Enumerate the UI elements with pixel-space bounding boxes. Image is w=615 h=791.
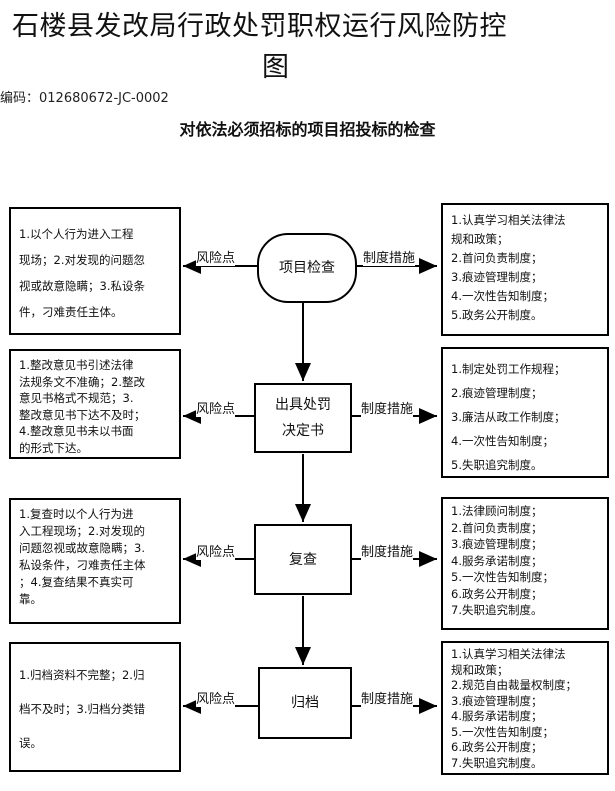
measure-text-line: 2.首问负责制度； (451, 251, 543, 265)
start-shape (257, 233, 357, 303)
measure-text-line: 6.政务公开制度； (451, 586, 543, 601)
risk-box-3: 1.复查时以个人行为进 入工程现场；2.对发现的 问题忽视或故意隐瞒；3. 私设… (9, 498, 181, 624)
diagram-subtitle: 对依法必须招标的项目招投标的检查 (179, 120, 436, 139)
measure-text-line: 1.认真学习相关法律法 (451, 647, 566, 661)
step-archiving: 归档 (258, 667, 352, 739)
measure-text-line: 6.政务公开制度； (451, 740, 543, 754)
measure-text-line: 4.一次性告知制度； (451, 289, 554, 303)
risk-text-line: 1.归档资料不完整；2.归 (19, 668, 145, 682)
measure-text-line: 3.廉洁从政工作制度； (451, 410, 566, 424)
risk-text-line: 档不及时；3.归档分类错 (19, 702, 145, 716)
risk-text-line: 现场；2.对发现的问题忽 (19, 253, 145, 267)
risk-box-2: 1.整改意见书引述法律 法规条文不准确；2.整改 意见书格式不规范；3. 整改意… (9, 349, 181, 459)
measure-label-2: 制度措施 (361, 398, 414, 417)
measure-text-line: 1.制定处罚工作规程； (451, 362, 566, 376)
step-issue-penalty-label-line1: 出具处罚 (275, 397, 331, 413)
measure-text-line: 规和政策； (451, 232, 509, 246)
measure-text-line: 3.痕迹管理制度； (451, 537, 543, 551)
step-issue-penalty-label-line2: 决定书 (282, 423, 324, 439)
risk-text-line: 的形式下达。 (19, 440, 88, 455)
risk-text-line: 靠。 (19, 592, 42, 606)
risk-text-line: 1.以个人行为进入工程 (19, 227, 134, 241)
measure-box-2: 1.制定处罚工作规程； 2.痕迹管理制度； 3.廉洁从政工作制度； 4.一次性告… (441, 347, 609, 478)
risk-label-3: 风险点 (196, 541, 236, 560)
measure-box-3: 1.法律顾问制度； 2.首问负责制度； 3.痕迹管理制度； 4.服务承诺制度； … (441, 497, 609, 630)
risk-text-line: 1.整改意见书引述法律 (19, 358, 134, 372)
measure-label-3: 制度措施 (361, 541, 414, 560)
measure-text-line: 2.首问负责制度； (451, 520, 543, 535)
measure-text-line: 4.服务承诺制度； (451, 553, 543, 568)
risk-box-4: 1.归档资料不完整；2.归 档不及时；3.归档分类错 误。 (9, 642, 181, 772)
measure-text-line: 4.服务承诺制度； (451, 709, 543, 723)
measure-box-4: 1.认真学习相关法律法 规和政策； 2.规范自由裁量权制度； 3.痕迹管理制度；… (441, 641, 609, 775)
measure-text-line: 4.一次性告知制度； (451, 434, 554, 448)
measure-text-line: 5.一次性告知制度； (451, 570, 554, 584)
measure-text-line: 7.失职追究制度。 (451, 603, 543, 617)
measure-text-line: 3.痕迹管理制度； (451, 693, 543, 708)
measure-text-line: 5.失职追究制度。 (451, 458, 543, 472)
document-code: 编码：012680672-JC-0002 (0, 91, 169, 106)
step-issue-penalty-decision: 出具处罚 决定书 (254, 383, 352, 453)
risk-text-line: 整改意见书下达不及时； (19, 407, 146, 422)
risk-text-line: 件，刁难责任主体。 (19, 305, 123, 319)
measure-text-line: 3.痕迹管理制度； (451, 270, 543, 284)
risk-text-line: 私设条件，刁难责任主体 (19, 558, 146, 572)
risk-text-line: 视或故意隐瞒；3.私设条 (19, 279, 145, 293)
risk-label-2: 风险点 (196, 398, 236, 417)
risk-text-line: ；4.复查结果不真实可 (19, 575, 134, 589)
measure-text-line: 规和政策； (451, 662, 509, 677)
step-project-inspection-label: 项目检查 (279, 260, 335, 276)
measure-text-line: 7.失职追究制度。 (451, 755, 543, 770)
measure-label-1: 制度措施 (363, 247, 416, 266)
measure-box-1: 1.认真学习相关法律法 规和政策； 2.首问负责制度； 3.痕迹管理制度； 4.… (441, 203, 609, 336)
risk-text-line: 入工程现场；2.对发现的 (19, 524, 145, 538)
measure-label-4: 制度措施 (361, 688, 414, 707)
measure-text-line: 2.痕迹管理制度； (451, 386, 543, 400)
risk-text-line: 误。 (19, 736, 42, 750)
measure-text-line: 1.法律顾问制度； (451, 504, 543, 518)
measure-text-line: 2.规范自由裁量权制度； (451, 678, 577, 692)
step-project-inspection: 项目检查 (258, 234, 356, 302)
risk-label-4: 风险点 (196, 688, 236, 707)
step-reinspection-label: 复查 (289, 551, 317, 568)
risk-text-line: 意见书格式不规范；3. (19, 391, 134, 405)
page-title: 石楼县发改局行政处罚职权运行风险防控 (12, 11, 507, 42)
measure-text-line: 5.一次性告知制度； (451, 724, 554, 739)
risk-label-1: 风险点 (196, 247, 236, 266)
page-title-continued: 图 (262, 52, 289, 83)
risk-text-line: 1.复查时以个人行为进 (19, 507, 134, 521)
measure-text-line: 1.认真学习相关法律法 (451, 213, 566, 227)
risk-box-1: 1.以个人行为进入工程 现场；2.对发现的问题忽 视或故意隐瞒；3.私设条 件，… (9, 207, 181, 335)
measure-text-line: 5.政务公开制度。 (451, 308, 543, 322)
risk-text-line: 法规条文不准确；2.整改 (19, 374, 145, 389)
step-archiving-label: 归档 (291, 695, 319, 711)
risk-text-line: 4.整改意见书未以书面 (19, 424, 134, 438)
risk-text-line: 问题忽视或故意隐瞒；3. (19, 541, 145, 555)
step-reinspection: 复查 (254, 524, 352, 595)
